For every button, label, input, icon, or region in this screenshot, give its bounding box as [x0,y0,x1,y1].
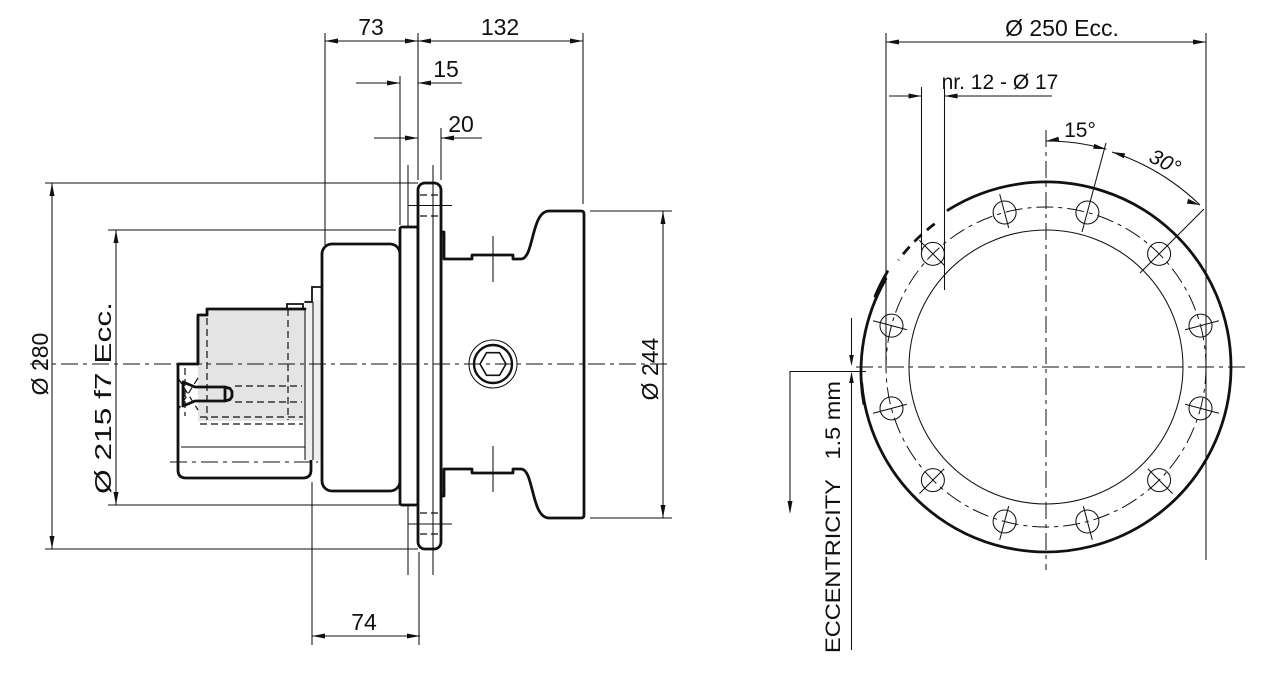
shaft-bore-hidden [235,385,302,403]
eccentric-offset-arc [859,277,888,405]
cam-outline [196,307,307,366]
dimension-arrows-front [787,39,1206,514]
dim-label-dia250: Ø 250 Ecc. [1005,15,1119,41]
flange-bolt-hidden-top [420,194,439,217]
dim-label-holes: nr. 12 - Ø 17 [942,71,1059,94]
cam-fill [198,309,305,421]
flange-outer-circle [860,180,1233,554]
dim-label-15deg: 15° [1064,119,1096,142]
bolt-holes [872,193,1220,541]
cam-fill-light [305,300,325,460]
radial-line-15deg [1081,142,1107,233]
dimension-arrows-side [49,38,666,639]
dim-label-dia280: Ø 280 [27,333,53,396]
dim-label-15: 15 [433,56,459,82]
shaft-screw [181,380,234,408]
dim-label-74: 74 [351,609,377,635]
spigot-215 [398,225,420,507]
dim-label-20: 20 [448,111,474,137]
flange-bolt-hidden-bottom [420,512,439,535]
dim-label-132: 132 [481,14,519,40]
extension-lines-side [45,33,672,645]
front-view: Ø 250 Ecc. nr. 12 - Ø 17 15° 30° ECCENTR… [787,15,1246,653]
dim-label-eccentricity: ECCENTRICITY 1.5 mm [822,381,845,653]
bearing-drum [320,242,402,493]
radial-line-45deg [1139,208,1205,274]
dim-label-73: 73 [358,14,384,40]
screw-hidden-cross [177,377,199,411]
dim-label-dia244: Ø 244 [637,337,663,400]
dim-label-30deg: 30° [1145,145,1184,180]
dim-label-dia215: Ø 215 f7 Ecc. [90,302,116,494]
eccentric-dashed-arc [897,222,936,262]
side-view: 73 132 15 20 Ø 280 Ø 215 f7 Ecc. Ø 244 7… [27,14,672,645]
mount-flange [416,181,443,551]
cam-step-outline [286,286,323,310]
holes-dim-lines [889,87,1052,290]
bolt-circle-dim-lines [885,33,1207,560]
